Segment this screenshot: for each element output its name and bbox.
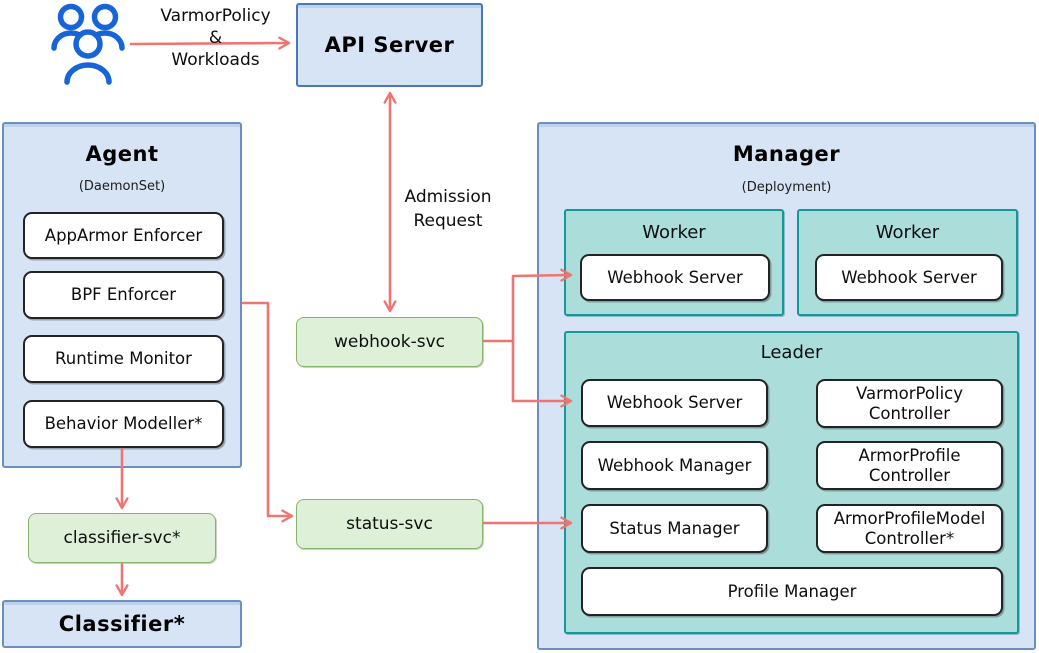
- api-server-title: API Server: [324, 33, 455, 57]
- webhook-svc-box: webhook-svc: [296, 317, 483, 367]
- worker-1-title: Worker: [642, 222, 706, 243]
- agent-subtitle: (DaemonSet): [78, 179, 166, 194]
- leader-status-manager: Status Manager: [581, 504, 768, 553]
- leader-title: Leader: [760, 342, 823, 363]
- leader-varmorpolicy-controller: VarmorPolicy Controller: [816, 379, 1003, 428]
- edge-agent-to-status-svc: [241, 301, 294, 523]
- leader-armorprofilemodel-controller: ArmorProfileModel Controller*: [816, 504, 1003, 553]
- worker-panel-2: Worker Webhook Server: [797, 209, 1018, 316]
- worker-2-webhook-server: Webhook Server: [815, 254, 1003, 301]
- api-server-box: API Server: [296, 3, 483, 87]
- agent-component-behavior-modeller: Behavior Modeller*: [23, 400, 224, 448]
- worker-panel-1: Worker Webhook Server: [564, 209, 784, 316]
- agent-component-apparmor-enforcer: AppArmor Enforcer: [23, 212, 224, 259]
- edge-label-line: Admission: [404, 187, 492, 207]
- manager-subtitle: (Deployment): [741, 180, 832, 195]
- classifier-title: Classifier*: [58, 612, 186, 636]
- classifier-box: Classifier*: [2, 600, 242, 648]
- worker-2-title: Worker: [875, 222, 940, 243]
- edge-label-varmorpolicy-workloads: VarmorPolicy & Workloads: [143, 5, 288, 71]
- edge-label-line: &: [208, 28, 223, 48]
- classifier-svc-box: classifier-svc*: [28, 513, 216, 563]
- agent-component-bpf-enforcer: BPF Enforcer: [23, 271, 224, 319]
- worker-1-webhook-server: Webhook Server: [580, 254, 770, 301]
- leader-armorprofile-controller: ArmorProfile Controller: [816, 441, 1003, 490]
- users-icon: [51, 3, 125, 85]
- agent-component-runtime-monitor: Runtime Monitor: [23, 335, 224, 383]
- manager-title: Manager: [732, 142, 841, 166]
- edge-label-line: Workloads: [171, 50, 260, 70]
- edge-label-admission-request: Admission Request: [396, 185, 500, 233]
- edge-label-line: VarmorPolicy: [160, 6, 271, 26]
- status-svc-box: status-svc: [296, 499, 483, 549]
- agent-panel: Agent (DaemonSet) AppArmor Enforcer BPF …: [2, 122, 242, 468]
- leader-profile-manager: Profile Manager: [581, 567, 1003, 616]
- leader-webhook-server: Webhook Server: [581, 379, 768, 427]
- leader-webhook-manager: Webhook Manager: [581, 441, 768, 490]
- manager-panel: Manager (Deployment) Worker Webhook Serv…: [537, 122, 1036, 650]
- agent-title: Agent: [85, 142, 159, 166]
- leader-panel: Leader Webhook Server Webhook Manager St…: [564, 331, 1019, 634]
- edge-label-line: Request: [413, 211, 483, 231]
